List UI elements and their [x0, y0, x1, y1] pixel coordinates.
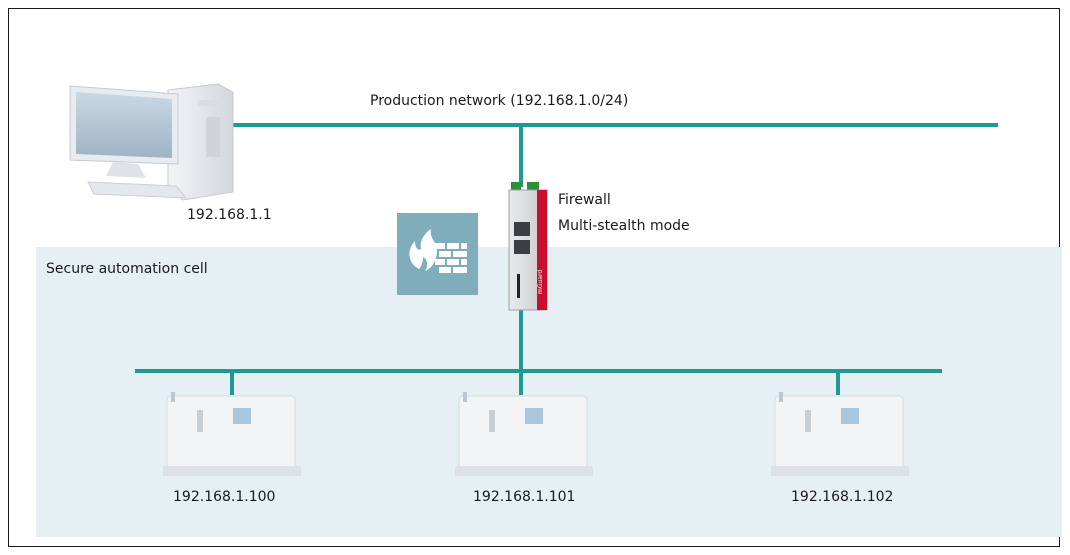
- secure-cell-label: Secure automation cell: [46, 261, 208, 277]
- machine-icon-3: [771, 392, 909, 476]
- device-brand-text: mGuard: [537, 270, 544, 294]
- machine-ip-3: 192.168.1.102: [791, 489, 894, 505]
- firewall-uplink-line: [519, 125, 523, 187]
- firewall-downlink-line: [519, 310, 523, 372]
- secure-cell-zone: [36, 247, 1062, 537]
- machine-drop-line-3: [836, 371, 840, 395]
- firewall-flame-icon: [409, 229, 467, 273]
- machine-ip-2: 192.168.1.101: [473, 489, 576, 505]
- cell-network-line: [135, 369, 942, 373]
- machine-icon-1: [163, 392, 301, 476]
- computer-icon: [69, 83, 234, 201]
- machine-drop-line-1: [230, 371, 234, 395]
- machine-ip-1: 192.168.1.100: [173, 489, 276, 505]
- machine-icon-2: [455, 392, 593, 476]
- firewall-mode: Multi-stealth mode: [558, 218, 690, 234]
- firewall-title: Firewall: [558, 192, 611, 208]
- production-network-line: [232, 123, 998, 127]
- pc-ip-label: 192.168.1.1: [187, 207, 272, 223]
- machine-drop-line-2: [519, 371, 523, 395]
- production-network-label: Production network (192.168.1.0/24): [370, 93, 629, 109]
- firewall-device-icon: mGuard: [508, 182, 548, 311]
- firewall-badge: [397, 213, 478, 295]
